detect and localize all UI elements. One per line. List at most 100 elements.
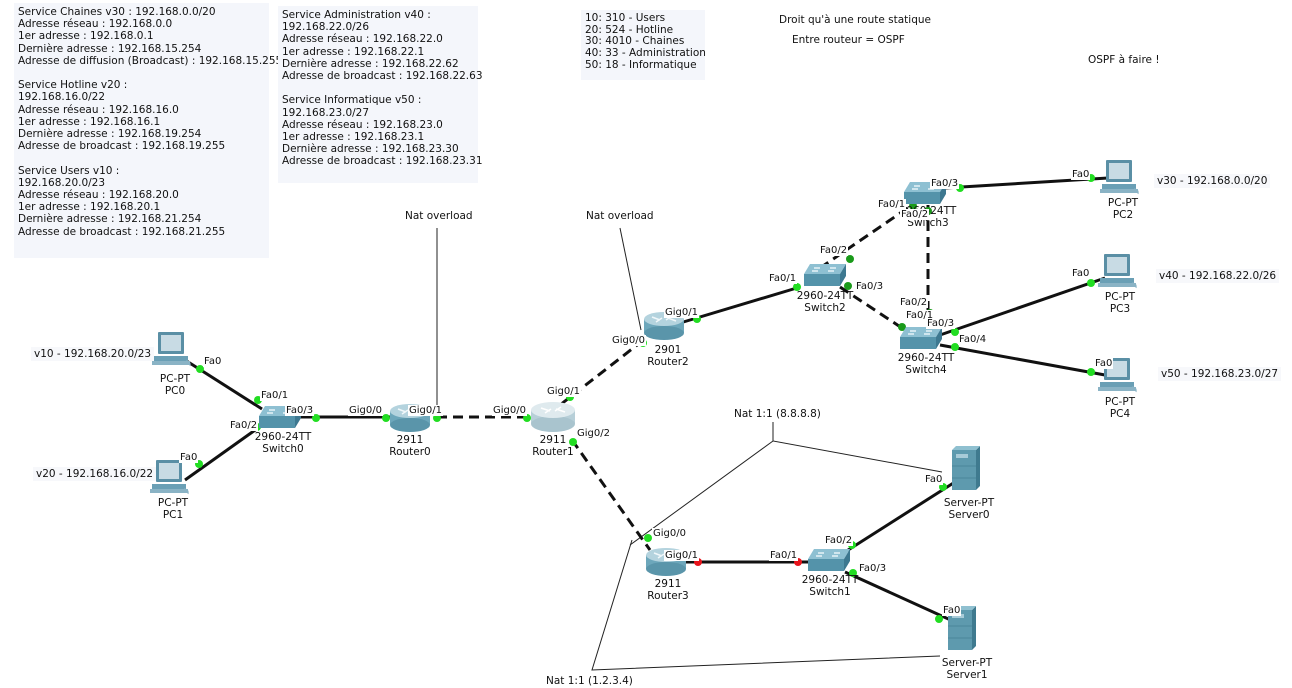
server0-server-icon[interactable] — [950, 444, 982, 496]
pc0-name: PC0 — [164, 385, 186, 397]
note-line: Dernière adresse : 192.168.21.254 — [18, 213, 202, 226]
pc3-pc-icon[interactable] — [1096, 252, 1140, 296]
port-label-pc3-fa0: Fa0 — [1071, 268, 1091, 279]
port-label-sw3-fa02: Fa0/2 — [900, 209, 930, 220]
link-light-r1-gig00 — [523, 414, 531, 422]
note-line: Service Users v10 : — [18, 164, 120, 177]
pc1-pc-icon[interactable] — [148, 458, 192, 502]
port-label-pc0-fa0: Fa0 — [203, 356, 223, 367]
link-light-sw2-fa01 — [793, 283, 801, 291]
port-label-pc1-fa0: Fa0 — [179, 452, 199, 463]
port-label-r1-gig02: Gig0/2 — [576, 428, 611, 439]
port-label-sw1-fa02: Fa0/2 — [824, 535, 854, 546]
server1-model: Server-PT — [941, 657, 993, 669]
pc2-name: PC2 — [1112, 209, 1134, 221]
vlan-label-pc1: v20 - 192.168.16.0/22 — [33, 467, 157, 481]
note-line: 1er adresse : 192.168.20.1 — [18, 201, 161, 214]
switch4-model: 2960-24TT — [897, 352, 955, 364]
switch4-name: Switch4 — [905, 364, 947, 376]
port-label-sw0-fa02: Fa0/2 — [229, 420, 259, 431]
nat-8888-label: Nat 1:1 (8.8.8.8) — [734, 408, 821, 420]
note-line: 10: 310 - Users — [585, 12, 666, 24]
switch2-switch-icon[interactable] — [802, 262, 848, 292]
switch4-switch-icon[interactable] — [898, 325, 944, 355]
router2-name: Router2 — [647, 356, 689, 368]
annotation-line-nat-1234 — [591, 539, 941, 671]
port-label-sw4-fa02: Fa0/2 — [899, 297, 929, 308]
note-line: Adresse réseau : 192.168.0.0 — [18, 18, 173, 31]
port-label-r2-gig00: Gig0/0 — [611, 335, 646, 346]
server1-server-icon[interactable] — [946, 604, 978, 656]
vlan-label-pc0: v10 - 192.168.20.0/23 — [31, 347, 155, 361]
port-label-r3-gig01: Gig0/1 — [664, 550, 699, 561]
note-ospf-todo: OSPF à faire ! — [1088, 54, 1160, 66]
pc2-model: PC-PT — [1107, 197, 1139, 209]
switch1-switch-icon[interactable] — [806, 547, 852, 577]
note-line: Adresse de broadcast : 192.168.21.255 — [18, 225, 226, 238]
note-line: Service Administration v40 : — [282, 9, 431, 21]
switch2-model: 2960-24TT — [796, 290, 854, 302]
port-label-srv0-fa0: Fa0 — [924, 474, 944, 485]
port-label-sw2-fa03: Fa0/3 — [855, 281, 885, 292]
router1-model: 2911 — [539, 434, 567, 446]
link-light-srv1-fa0 — [935, 615, 943, 623]
pc0-pc-icon[interactable] — [150, 330, 194, 374]
note-line: 40: 33 - Administration — [585, 47, 706, 60]
note-line: Adresse réseau : 192.168.20.0 — [18, 189, 179, 202]
port-label-sw4-fa04: Fa0/4 — [958, 334, 988, 345]
link-light-pc0-fa0 — [196, 365, 204, 373]
pc4-pc-icon[interactable] — [1096, 356, 1140, 400]
port-label-r2-gig01: Gig0/1 — [664, 307, 699, 318]
pc3-name: PC3 — [1109, 303, 1131, 315]
cable-switch4-pc3 — [939, 276, 1106, 337]
note-line: Dernière adresse : 192.168.15.254 — [18, 42, 202, 55]
router0-model: 2911 — [396, 434, 424, 446]
note-line: Service Hotline v20 : — [18, 79, 128, 92]
router0-name: Router0 — [389, 446, 431, 458]
switch0-name: Switch0 — [262, 443, 304, 455]
port-label-r0-gig01: Gig0/1 — [408, 405, 443, 416]
note-line: Dernière adresse : 192.168.19.254 — [18, 128, 202, 141]
note-static-route: Droit qu'à une route statique — [779, 14, 931, 26]
link-light-r3-gig00 — [644, 534, 652, 542]
note-line: Adresse de broadcast : 192.168.19.255 — [18, 140, 226, 153]
note-line: Dernière adresse : 192.168.23.30 — [282, 143, 459, 156]
router3-model: 2911 — [654, 578, 682, 590]
switch3-name: Switch3 — [907, 217, 949, 229]
port-label-sw3-fa01: Fa0/1 — [877, 199, 907, 210]
link-light-sw0-fa03 — [312, 414, 320, 422]
note-line: Service Chaines v30 : 192.168.0.0/20 — [18, 6, 216, 18]
note-line: 30: 4010 - Chaines — [585, 35, 685, 48]
link-light-sw4-fa01 — [898, 323, 906, 331]
annotation-line-nat-8888 — [772, 422, 943, 473]
vlan-label-pc3: v40 - 192.168.22.0/26 — [1156, 269, 1280, 283]
port-label-sw3-fa03: Fa0/3 — [930, 178, 960, 189]
router1-router-icon[interactable] — [529, 400, 577, 438]
note-line: 20: 524 - Hotline — [585, 23, 674, 36]
link-light-sw1-fa03 — [849, 569, 857, 577]
switch1-model: 2960-24TT — [801, 574, 859, 586]
link-light-sw4-fa03 — [951, 328, 959, 336]
server1-name: Server1 — [946, 669, 988, 681]
note-line: Dernière adresse : 192.168.22.62 — [282, 57, 459, 70]
router1-name: Router1 — [532, 446, 574, 458]
note-line: 192.168.22.0/26 — [282, 21, 370, 34]
switch2-name: Switch2 — [804, 302, 846, 314]
note-line: Adresse de diffusion (Broadcast) : 192.1… — [18, 54, 283, 67]
pc2-pc-icon[interactable] — [1098, 158, 1142, 202]
vlan-label-pc2: v30 - 192.168.0.0/20 — [1154, 174, 1271, 188]
note-line: 1er adresse : 192.168.22.1 — [282, 45, 425, 58]
nat-overload-router2-label: Nat overload — [586, 210, 654, 222]
note-line: Adresse réseau : 192.168.22.0 — [282, 33, 443, 46]
link-light-pc3-fa0 — [1087, 279, 1095, 287]
